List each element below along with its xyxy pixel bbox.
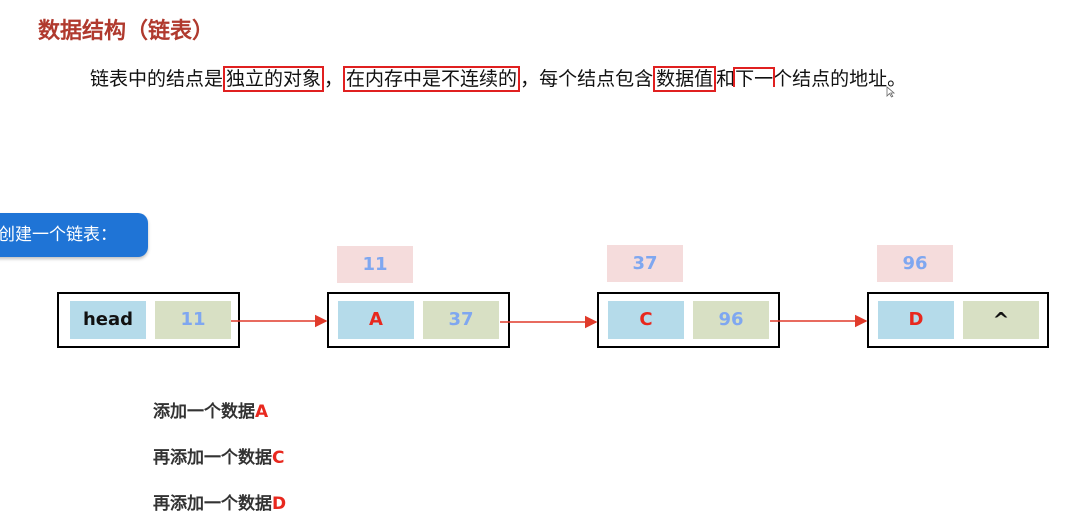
linked-list-node-c: C 96 [597, 292, 780, 348]
step-text: 添加一个数据 [153, 402, 255, 422]
step-text: 再添加一个数据 [153, 494, 272, 514]
node-data-cell: C [608, 301, 684, 339]
desc-part: 个 [773, 68, 793, 90]
create-linked-list-button[interactable]: 创建一个链表： [0, 213, 148, 257]
node-address-a: 11 [337, 246, 413, 283]
highlight-next: 下一 [733, 62, 776, 96]
desc-part: ， [324, 68, 344, 90]
node-data-cell: A [338, 301, 414, 339]
node-address-d: 96 [877, 245, 953, 282]
desc-part: 和 [716, 68, 736, 90]
node-data-cell: D [878, 301, 954, 339]
step-add-c: 再添加一个数据C [153, 443, 284, 468]
desc-part: 链表中的结点是 [90, 68, 224, 90]
step-value: D [272, 494, 287, 514]
step-add-d: 再添加一个数据D [153, 489, 286, 514]
linked-list-node-a: A 37 [327, 292, 510, 348]
step-add-a: 添加一个数据A [153, 397, 268, 422]
node-address-c: 37 [607, 245, 683, 282]
node-data-cell: head [70, 301, 146, 339]
node-pointer-cell: 11 [155, 301, 231, 339]
description-text: 链表中的结点是独立的对象，在内存中是不连续的，每个结点包含数据值和下一个结点的地… [90, 62, 906, 96]
step-text: 再添加一个数据 [153, 448, 272, 468]
node-null-pointer-cell: ^ [963, 301, 1039, 339]
page-title: 数据结构（链表） [38, 19, 215, 44]
linked-list-node-head: head 11 [57, 292, 240, 348]
desc-part: 结点的地址。 [792, 68, 907, 90]
node-pointer-cell: 37 [423, 301, 499, 339]
highlight-data-value: 数据值 [653, 66, 717, 92]
step-value: C [272, 448, 285, 468]
step-value: A [255, 402, 269, 422]
desc-part: ，每个结点包含 [520, 68, 654, 90]
node-pointer-cell: 96 [693, 301, 769, 339]
create-button-label: 创建一个链表： [0, 225, 117, 245]
highlight-independent-objects: 独立的对象 [223, 66, 325, 92]
highlight-non-contiguous: 在内存中是不连续的 [343, 66, 521, 92]
linked-list-node-d: D ^ [867, 292, 1049, 348]
mouse-cursor-icon [886, 86, 896, 98]
